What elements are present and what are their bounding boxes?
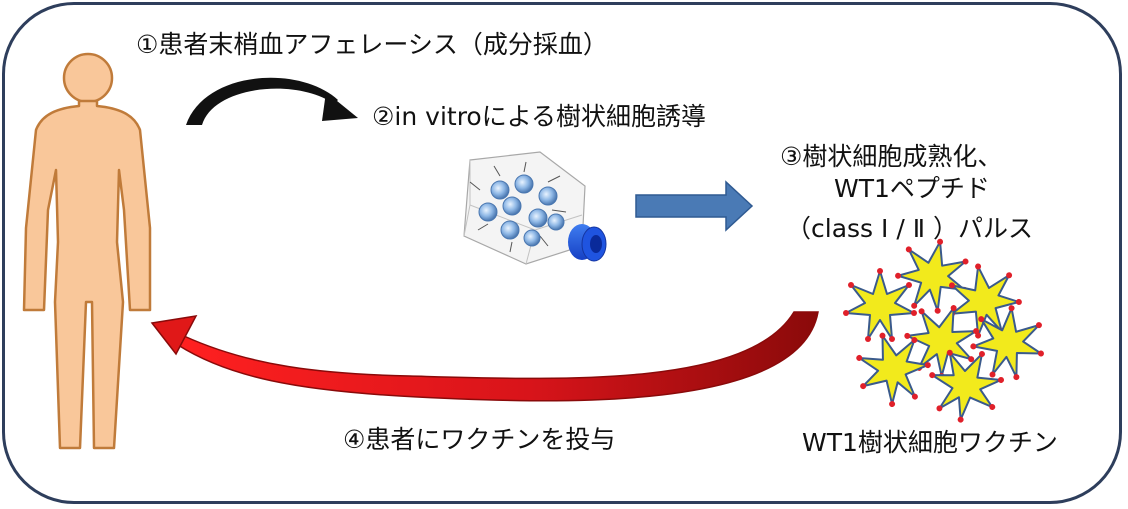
curved-arrow-black: [186, 77, 358, 125]
block-arrow-blue: [635, 180, 754, 232]
curved-arrow-red: [150, 311, 819, 402]
step2-label: ②in vitroによる樹状細胞誘導: [372, 102, 706, 131]
step3-label-line3: （class Ⅰ / Ⅱ ）パルス: [786, 214, 1033, 243]
step3-label-line1: ③樹状細胞成熟化、: [780, 142, 1003, 171]
culture-flask-icon: [463, 151, 607, 265]
dendritic-cell-icon: [895, 238, 969, 314]
step3-label-line2: WT1ペプチド: [834, 174, 990, 203]
step1-label: ①患者末梢血アフェレーシス（成分採血）: [136, 30, 608, 59]
step4-label: ④患者にワクチンを投与: [343, 425, 616, 454]
diagram-frame: [2, 2, 1122, 504]
dendritic-cell-icon: [929, 349, 1004, 423]
dendritic-cell-icon: [843, 268, 917, 342]
vaccine-label: WT1樹状細胞ワクチン: [802, 428, 1058, 457]
person-icon: [22, 52, 152, 450]
dendritic-cell-icon: [856, 332, 931, 408]
dendritic-cell-cluster: [843, 238, 1044, 423]
dendritic-cell-icon: [970, 305, 1044, 381]
